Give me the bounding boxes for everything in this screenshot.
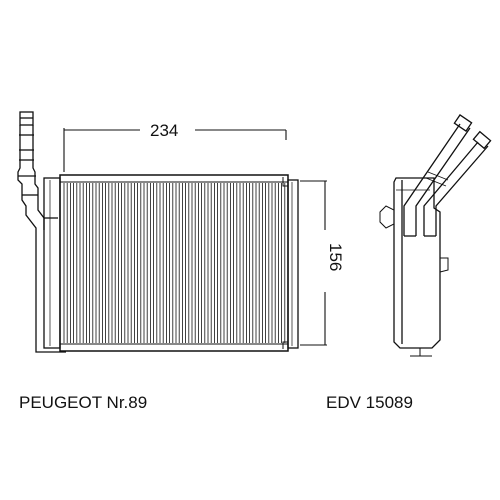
width-dimension-label: 234 [150, 121, 178, 140]
heater-core-front-view [17, 111, 299, 353]
left-side-pipes [17, 111, 66, 353]
part-number-caption: EDV 15089 [326, 393, 413, 412]
width-dimension [63, 128, 287, 172]
core-frame [59, 174, 289, 352]
right-end-tank [287, 179, 299, 349]
vehicle-caption: PEUGEOT Nr.89 [19, 393, 148, 412]
left-end-tank [43, 177, 61, 349]
height-dimension [300, 180, 327, 346]
height-dimension-label: 156 [326, 243, 345, 271]
core-fins [63, 183, 286, 343]
heater-core-side-view [379, 114, 492, 357]
